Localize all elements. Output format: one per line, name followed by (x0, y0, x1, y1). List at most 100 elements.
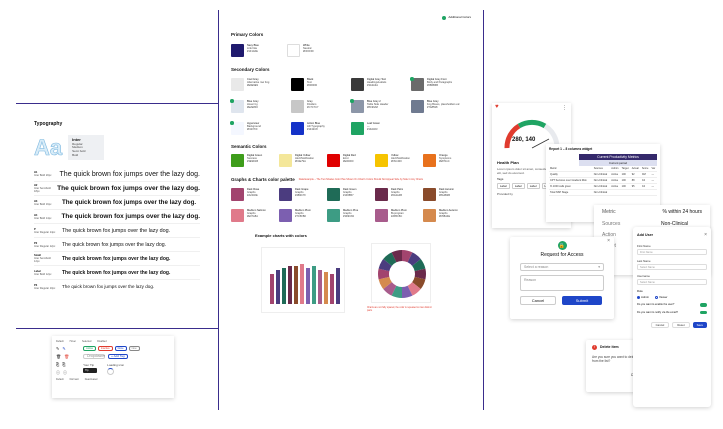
example-bar (330, 273, 334, 304)
cancel-button[interactable]: Cancel (520, 296, 556, 305)
reset-button[interactable]: Reset (672, 322, 690, 328)
edit-icon[interactable]: ✎ (56, 346, 60, 351)
copy-icon[interactable]: ⎘ (62, 362, 66, 367)
gauge-value: 280, 140 (512, 137, 536, 143)
field-input[interactable]: First Name (637, 249, 707, 255)
table-cell: Non-Clinical (592, 183, 611, 190)
table-header-cell: Admin (610, 166, 621, 172)
donut-slice (407, 252, 421, 266)
status-chip[interactable]: Done (114, 346, 127, 351)
example-bar (318, 269, 322, 304)
health-plan-title: Health Plan (497, 160, 519, 165)
swatch-name: Navy Blue (247, 44, 259, 47)
tags-label: Tags (497, 177, 504, 182)
swatch-usage: Neutral (303, 47, 312, 51)
swatch-hex: #F6C400 (391, 160, 402, 164)
heart-icon[interactable]: ♥ (495, 104, 499, 110)
swatch-chip (231, 122, 244, 135)
swatch-chip (411, 100, 424, 113)
field-input[interactable]: Select Name (637, 264, 707, 270)
radio-label: Admin (641, 295, 649, 299)
reason-select[interactable]: Select a reason▾ (520, 263, 604, 271)
swatch-usage: Graphs (343, 191, 352, 195)
tag-chip[interactable]: Label (526, 182, 540, 189)
type-sample: The quick brown fox jumps over the lazy … (62, 241, 167, 248)
kebab-icon[interactable]: ⋮ (562, 105, 567, 111)
swatch-chip (291, 100, 304, 113)
dropdown-select[interactable]: Dropdown▾ (83, 353, 106, 359)
swatch-usage: Error (343, 157, 349, 161)
tag-chip[interactable]: Label (497, 182, 510, 189)
swatch-hex: #D58A4E (439, 215, 451, 219)
field-label: First Name (637, 244, 651, 248)
table-cell: Quality (549, 171, 593, 178)
copy-icon[interactable]: ⎘ (56, 362, 60, 367)
swatch-hex: #6A2A4B (391, 194, 402, 198)
status-chip[interactable]: Active (83, 346, 96, 351)
swatch-chip (423, 188, 436, 201)
close-icon[interactable]: × (704, 232, 707, 238)
radio-icon (637, 295, 640, 299)
type-tag: H1 (34, 171, 38, 174)
example-bar (336, 267, 340, 304)
tag-chip[interactable]: Label (511, 182, 525, 189)
save-button[interactable]: Save (692, 322, 707, 328)
swatch-usage: Graphs (295, 212, 304, 216)
swatch-name: Grey (307, 100, 313, 103)
trash-icon[interactable]: 🗑 (64, 354, 70, 359)
state-label: Default (56, 340, 64, 343)
role-radio[interactable]: Viewer (654, 295, 667, 299)
trash-icon[interactable]: 🗑 (56, 354, 62, 359)
info-icon[interactable]: ⓘ (56, 370, 60, 375)
cancel-button[interactable]: Cancel (650, 322, 670, 328)
swatch-chip (231, 154, 244, 167)
swatch-hex: #8A4B2B (439, 194, 450, 198)
typography-title: Typography (34, 121, 63, 127)
field-input[interactable]: Select Name (637, 279, 707, 285)
status-chip[interactable]: New (128, 346, 140, 351)
donut-slice (414, 268, 426, 280)
table-cell (620, 189, 631, 196)
info-icon[interactable]: ⓘ (63, 370, 67, 375)
close-icon[interactable]: × (607, 238, 610, 244)
delete-body: Are you sure you want to delete this ite… (592, 355, 650, 363)
swatch-chip (351, 122, 364, 135)
swatch-usage: Alert/Notification (391, 157, 410, 161)
edit-icon[interactable]: ✎ (62, 346, 66, 351)
swatch-usage: Success (247, 157, 257, 161)
swatch-chip (279, 188, 292, 201)
status-chip[interactable]: Inactive (97, 346, 113, 351)
add-tag-button[interactable]: + Add Tag (108, 353, 128, 359)
submit-button[interactable]: Submit (562, 296, 602, 305)
swatch-text: Leaf Green—#1FA463 (367, 122, 380, 132)
toggle-switch[interactable] (700, 310, 707, 314)
example-bar (294, 265, 298, 304)
swatch-hex: #7C5FB0 (295, 215, 306, 219)
toggle-switch[interactable] (700, 303, 707, 307)
reason-textarea[interactable]: Reason (520, 275, 604, 291)
swatch-hex: #1432C8 (307, 128, 318, 132)
secondary-colors-title: Secondary Colors (231, 67, 270, 72)
role-radio[interactable]: Admin (637, 295, 649, 299)
